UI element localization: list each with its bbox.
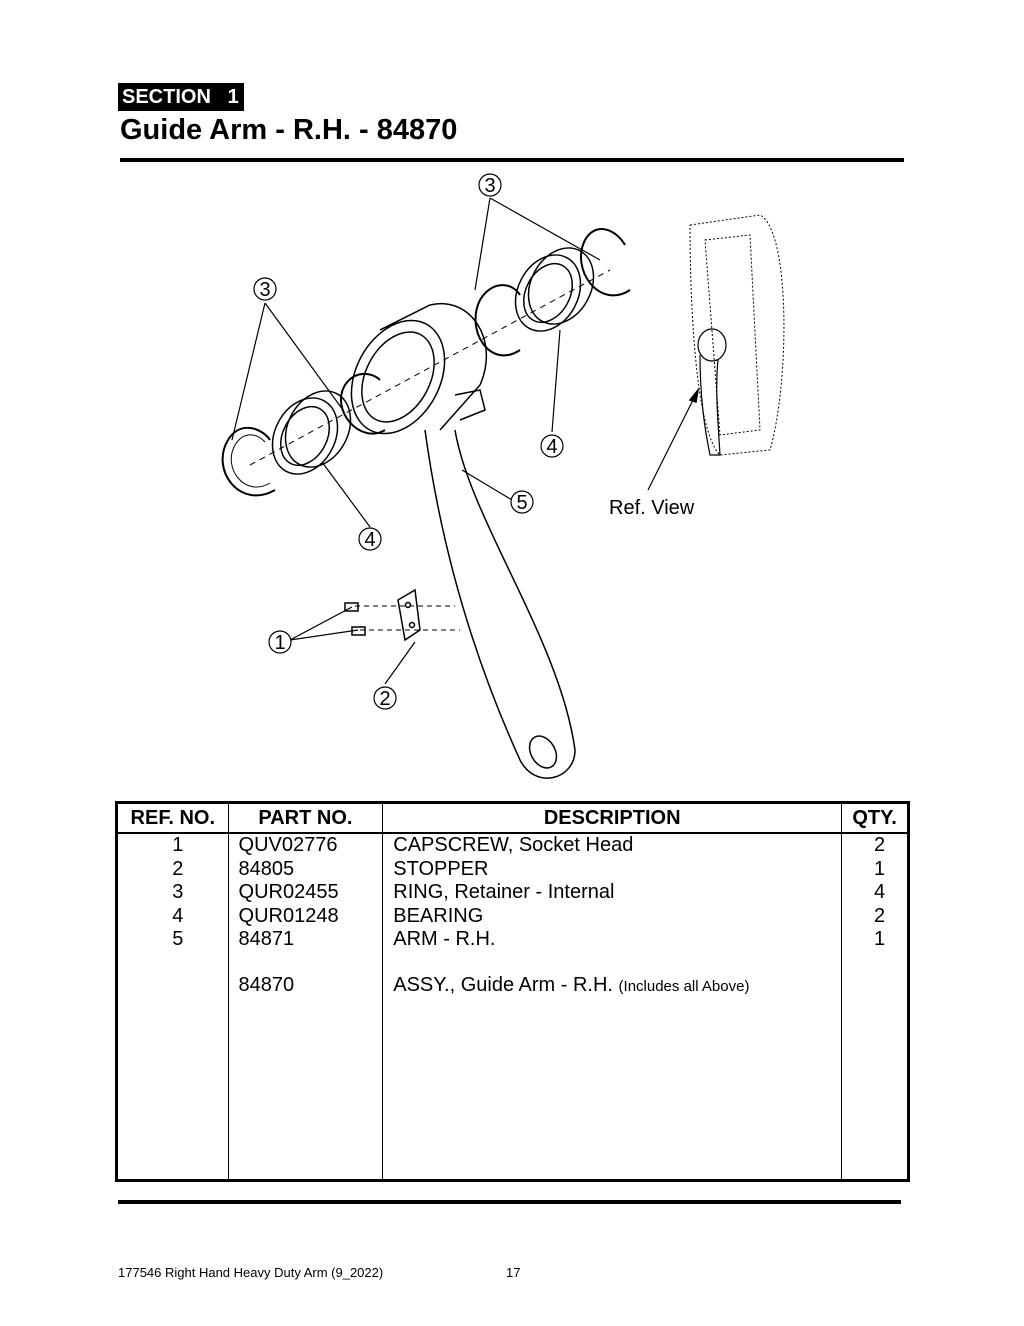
part-cell: QUR02455 — [228, 881, 384, 905]
col-header-part: PART NO. — [228, 802, 384, 834]
ref-cell: 2 — [116, 857, 229, 881]
desc-cell: CAPSCREW, Socket Head — [382, 833, 843, 858]
assembly-desc: ASSY., Guide Arm - R.H. — [393, 973, 613, 996]
retaining-ring-right — [580, 228, 631, 297]
assembly-desc-cell: ASSY., Guide Arm - R.H. (Includes all Ab… — [382, 973, 843, 998]
desc-cell: ARM - R.H. — [382, 928, 843, 952]
part-cell: QUV02776 — [228, 833, 384, 858]
callout-3-top: 3 — [478, 173, 502, 197]
section-number: 1 — [227, 86, 239, 108]
ref-view-sketch — [689, 214, 785, 456]
ref-cell: 3 — [116, 881, 229, 905]
callout-4-right: 4 — [540, 434, 564, 458]
footer-document-id: 177546 Right Hand Heavy Duty Arm (9_2022… — [118, 1265, 384, 1280]
desc-cell: BEARING — [382, 904, 843, 928]
qty-cell: 4 — [873, 881, 886, 903]
page-number: 17 — [506, 1265, 521, 1280]
table-spacer-row — [116, 951, 909, 974]
page-title: Guide Arm - R.H. - 84870 — [120, 114, 458, 146]
section-tag: SECTION 1 — [118, 83, 244, 111]
assembly-note: (Includes all Above) — [618, 977, 750, 995]
assembly-row: 84870 ASSY., Guide Arm - R.H. (Includes … — [116, 973, 909, 998]
qty-cell: 1 — [873, 857, 886, 880]
desc-cell: STOPPER — [382, 857, 843, 881]
callout-label: 3 — [259, 279, 270, 301]
callout-label: 1 — [274, 632, 285, 654]
ref-view-label: Ref. View — [609, 497, 695, 519]
callout-label: 4 — [364, 529, 375, 551]
arm-body — [424, 389, 576, 779]
assembly-axis — [249, 269, 611, 466]
ref-cell: 1 — [116, 833, 229, 858]
qty-cell: 2 — [873, 904, 886, 927]
qty-cell: 1 — [873, 928, 886, 950]
table-row: 4 QUR01248 BEARING 2 — [116, 904, 909, 928]
part-cell: QUR01248 — [228, 904, 384, 928]
exploded-parts-diagram: 3 3 4 5 4 1 2 Ref. View — [221, 173, 785, 779]
callout-4-left: 4 — [358, 527, 382, 551]
capscrew-1 — [344, 602, 359, 612]
retaining-ring-inner-left — [339, 372, 386, 435]
desc-cell: RING, Retainer - Internal — [382, 881, 843, 905]
title-rule — [120, 158, 904, 162]
retaining-ring-right-inner — [474, 284, 521, 357]
parts-table: REF. NO. PART NO. DESCRIPTION QTY. 1 QUV… — [115, 801, 910, 1182]
qty-cell: 2 — [873, 834, 886, 856]
callout-label: 3 — [484, 175, 495, 197]
table-header-row: REF. NO. PART NO. DESCRIPTION QTY. — [116, 802, 909, 834]
col-header-ref: REF. NO. — [116, 802, 229, 834]
callout-label: 4 — [546, 436, 557, 458]
ref-cell: 5 — [116, 928, 229, 952]
footer-rule — [118, 1200, 901, 1204]
callout-2: 2 — [373, 686, 397, 710]
bearing-left — [271, 390, 352, 475]
bearing-right — [514, 247, 595, 332]
table-row: 2 84805 STOPPER 1 — [116, 857, 909, 881]
callout-label: 5 — [516, 492, 527, 514]
callout-1: 1 — [268, 630, 292, 654]
table-filler-row — [116, 998, 909, 1181]
stopper — [397, 588, 421, 642]
table-row: 1 QUV02776 CAPSCREW, Socket Head 2 — [116, 833, 909, 858]
part-cell: 84805 — [228, 857, 384, 881]
assembly-part-cell: 84870 — [228, 973, 384, 998]
retaining-ring-left — [221, 427, 276, 497]
ref-view-arm — [697, 328, 727, 456]
callout-3-left: 3 — [253, 277, 277, 301]
col-header-qty: QTY. — [841, 802, 909, 834]
table-row: 5 84871 ARM - R.H. 1 — [116, 928, 909, 952]
ref-cell: 4 — [116, 904, 229, 928]
table-row: 3 QUR02455 RING, Retainer - Internal 4 — [116, 881, 909, 905]
capscrew-2 — [351, 626, 366, 636]
col-header-description: DESCRIPTION — [382, 802, 843, 834]
callout-label: 2 — [379, 688, 390, 710]
section-label: SECTION — [122, 86, 211, 108]
arm-housing — [350, 302, 488, 435]
callout-5: 5 — [510, 490, 534, 514]
part-cell: 84871 — [228, 928, 384, 952]
